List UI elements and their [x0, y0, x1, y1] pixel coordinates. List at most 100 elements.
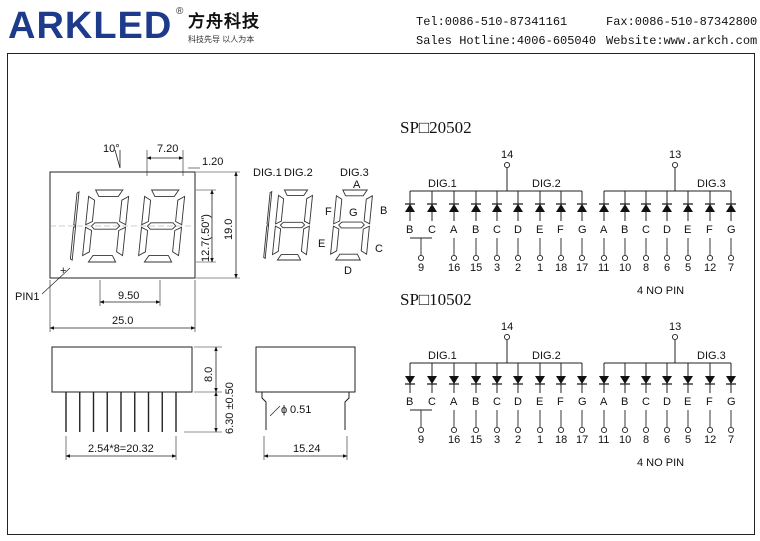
segment-label: F [706, 224, 713, 236]
pin-number: 7 [728, 262, 734, 274]
segment-label: B [621, 396, 628, 408]
pin-number: 11 [598, 434, 609, 446]
dim-angle-label: 10° [103, 143, 120, 155]
contact-tel: Tel:0086-510-87341161 [416, 15, 568, 29]
segment-e [330, 225, 340, 256]
pin-number: 10 [619, 434, 631, 446]
led-diode [662, 376, 672, 384]
dim-row-spacing-label: 15.24 [293, 443, 321, 455]
pin-terminal [642, 254, 650, 262]
segment-label: C [642, 396, 650, 408]
segment-label: A [600, 396, 608, 408]
segment-a [94, 189, 124, 197]
segment-d [276, 254, 302, 261]
legend-digits [263, 189, 373, 261]
pin1-mark: + [60, 265, 66, 277]
common-pin-number: 13 [669, 321, 681, 333]
pin-terminal [578, 426, 586, 434]
common-pin-number: 13 [669, 149, 681, 161]
pin-number: 16 [448, 434, 460, 446]
pin-terminal [621, 426, 629, 434]
common-pin-terminal [503, 161, 511, 169]
pin-number: 3 [494, 434, 500, 446]
display-body-outline [49, 171, 196, 279]
pin-terminal [684, 254, 692, 262]
pin-number: 5 [685, 434, 691, 446]
pin-terminal [642, 426, 650, 434]
pin1-label: PIN1 [15, 291, 39, 303]
side-pins [65, 392, 177, 432]
led-diode [449, 376, 459, 384]
led-diode [427, 204, 437, 212]
segment-a-label: A [353, 179, 361, 191]
led-diode [705, 376, 715, 384]
front-digit-3 [138, 189, 186, 263]
pin-terminal [600, 426, 608, 434]
pin-number: 15 [470, 434, 482, 446]
legend-dig1-label: DIG.1 [253, 167, 282, 179]
pin-number: 2 [515, 434, 521, 446]
led-diode [599, 204, 609, 212]
led-diode [535, 376, 545, 384]
segment-c-label: C [375, 243, 383, 255]
led-diode [405, 204, 415, 212]
pin-terminal [450, 426, 458, 434]
dim-pin-pitch-label: 2.54*8=20.32 [88, 443, 154, 455]
segment-label: F [557, 224, 564, 236]
pin-number: 10 [619, 262, 631, 274]
segment-c [69, 225, 77, 261]
pin-terminal [557, 254, 565, 262]
led-diode [556, 204, 566, 212]
segment-label: G [578, 396, 587, 408]
segment-d-label: D [344, 265, 352, 277]
pin-number: 7 [728, 434, 734, 446]
segment-b [119, 195, 130, 226]
led-diode [577, 204, 587, 212]
circuit-digit-label: DIG.2 [532, 178, 561, 190]
led-diode [726, 376, 736, 384]
led-diode [620, 376, 630, 384]
segment-c [263, 224, 270, 260]
segment-g [146, 222, 177, 230]
segment-c [360, 225, 370, 255]
led-diode [577, 376, 587, 384]
led-diode [492, 204, 502, 212]
pin-terminal [600, 254, 608, 262]
pin-number: 1 [537, 262, 543, 274]
dim-digit-height-label: 12.7(.50") [200, 214, 212, 262]
led-diode [599, 376, 609, 384]
pin-terminal [417, 254, 425, 262]
segment-e-label: E [318, 238, 325, 250]
pin-number: 2 [515, 262, 521, 274]
led-diode [492, 376, 502, 384]
segment-a [150, 189, 180, 197]
pin-number: 12 [704, 262, 716, 274]
contact-website: Website:www.arkch.com [606, 34, 758, 48]
segment-label: A [450, 396, 458, 408]
segment-label: E [684, 396, 691, 408]
led-diode [726, 204, 736, 212]
pin-number: 9 [418, 262, 424, 274]
pin-number: 18 [555, 262, 567, 274]
pin-terminal [684, 426, 692, 434]
pin-terminal [706, 254, 714, 262]
pin-number: 17 [576, 262, 588, 274]
front-view-digits [50, 189, 195, 263]
segment-label: F [706, 396, 713, 408]
drawing-frame [7, 53, 755, 535]
segment-d [334, 253, 361, 261]
side-profile-pin-left [261, 392, 267, 430]
contact-hotline: Sales Hotline:4006-605040 [416, 34, 597, 48]
segment-c [172, 226, 183, 257]
led-diode [535, 204, 545, 212]
pin-terminal [493, 426, 501, 434]
pin-number: 6 [664, 262, 670, 274]
pin-number: 1 [537, 434, 543, 446]
circuit-title: SP□20502 [400, 118, 472, 137]
side-profile-body [255, 346, 356, 393]
segment-e [138, 226, 149, 257]
segment-label: E [684, 224, 691, 236]
pin-number: 5 [685, 262, 691, 274]
dim-dp-offset-label: 1.20 [202, 156, 223, 168]
pin-terminal [536, 254, 544, 262]
